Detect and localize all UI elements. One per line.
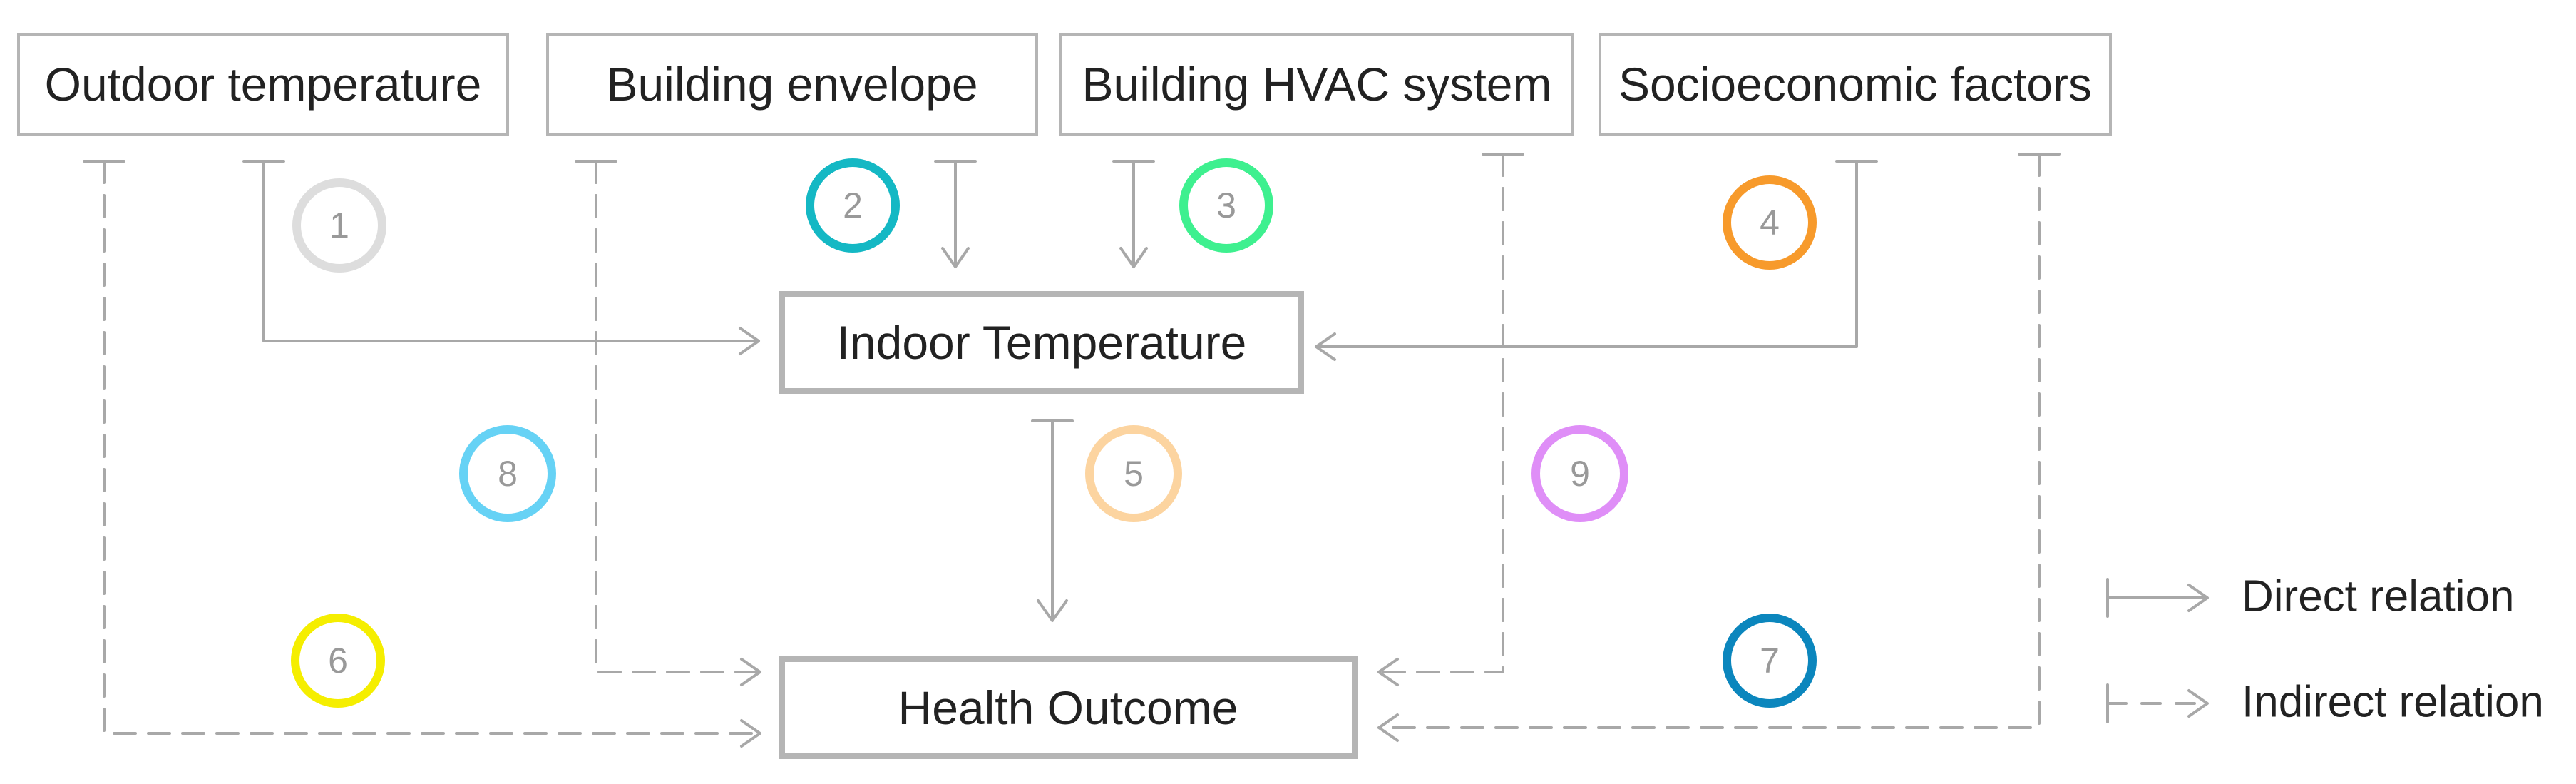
marker-7-label: 7 — [1760, 641, 1780, 681]
indirect-relation-hvac-to-health — [1377, 153, 1524, 686]
marker-8-label: 8 — [498, 454, 518, 494]
direct-relation-socio-to-indoor — [1315, 160, 1878, 361]
legend-direct-symbol — [2106, 578, 2209, 618]
marker-6-label: 6 — [328, 641, 348, 681]
node-building-envelope: Building envelope — [546, 33, 1038, 136]
marker-2: 2 — [806, 158, 900, 253]
legend-indirect-label: Indirect relation — [2242, 678, 2544, 727]
direct-relation-envelope-to-indoor — [934, 160, 977, 268]
marker-1: 1 — [292, 178, 386, 273]
node-building-envelope-label: Building envelope — [606, 58, 977, 111]
marker-5-label: 5 — [1124, 454, 1144, 494]
node-building-hvac-label: Building HVAC system — [1082, 58, 1551, 111]
node-indoor-temperature-label: Indoor Temperature — [837, 316, 1247, 369]
indirect-relation-socio-to-health — [1377, 153, 2061, 742]
indirect-relation-outdoor-to-health — [83, 160, 761, 748]
node-socioeconomic-factors: Socioeconomic factors — [1599, 33, 2112, 136]
node-outdoor-temperature-label: Outdoor temperature — [45, 58, 482, 111]
marker-3: 3 — [1179, 158, 1273, 253]
node-health-outcome: Health Outcome — [779, 656, 1358, 759]
marker-1-label: 1 — [329, 205, 349, 245]
marker-7: 7 — [1723, 614, 1817, 708]
node-outdoor-temperature: Outdoor temperature — [17, 33, 509, 136]
marker-2-label: 2 — [843, 185, 863, 225]
marker-9-label: 9 — [1570, 454, 1590, 494]
marker-8: 8 — [459, 425, 556, 522]
legend — [2106, 578, 2209, 723]
legend-indirect-symbol — [2106, 683, 2209, 723]
node-indoor-temperature: Indoor Temperature — [779, 291, 1304, 394]
direct-relation-hvac-to-indoor — [1112, 160, 1155, 268]
marker-5: 5 — [1085, 425, 1182, 522]
marker-9: 9 — [1531, 425, 1628, 522]
marker-4-label: 4 — [1760, 203, 1780, 243]
direct-relation-indoor-to-health — [1031, 419, 1074, 622]
node-building-hvac: Building HVAC system — [1059, 33, 1574, 136]
marker-6: 6 — [291, 614, 385, 708]
marker-4: 4 — [1723, 175, 1817, 270]
legend-direct-label: Direct relation — [2242, 572, 2514, 621]
node-health-outcome-label: Health Outcome — [898, 681, 1238, 734]
node-socioeconomic-factors-label: Socioeconomic factors — [1618, 58, 2092, 111]
marker-3-label: 3 — [1216, 185, 1236, 225]
direct-relation-outdoor-to-indoor — [242, 160, 760, 355]
indirect-relation-envelope-to-health — [575, 160, 761, 686]
